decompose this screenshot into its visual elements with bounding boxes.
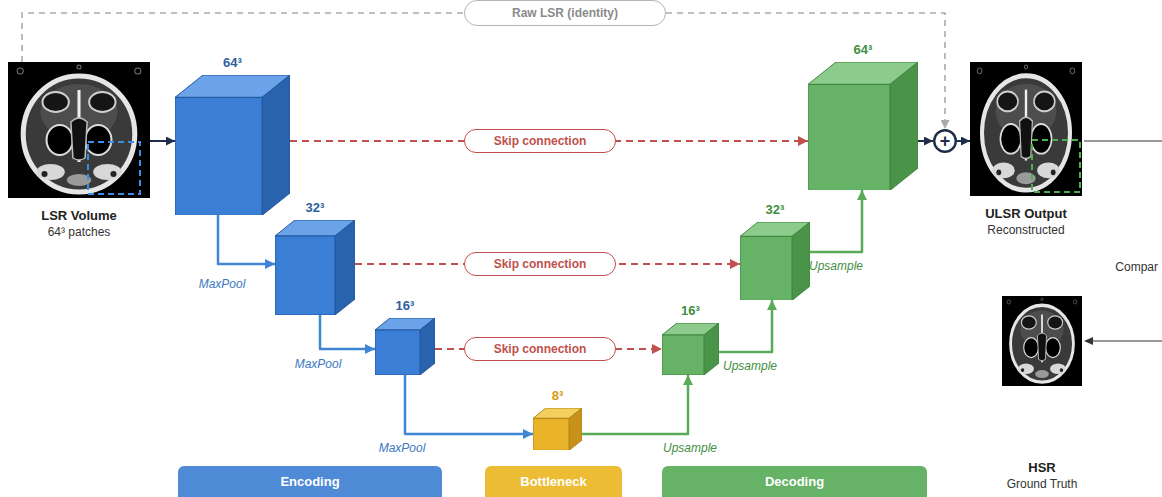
image-subtitle: 64³ patches <box>8 224 150 240</box>
compare-line <box>1092 340 1162 341</box>
size-label: 16³ <box>662 301 719 321</box>
cube-side <box>792 222 810 300</box>
skip-label: Skip connection <box>464 129 616 153</box>
size-label: 64³ <box>808 40 918 60</box>
arrow-connector <box>405 375 533 434</box>
cube-front <box>808 84 890 190</box>
ct-image-hsr <box>1002 296 1082 386</box>
cube-front <box>275 236 335 315</box>
cube-front <box>375 330 420 375</box>
cube-side <box>569 408 582 450</box>
stage-band: Bottleneck <box>485 466 622 497</box>
cube-side <box>890 62 918 190</box>
image-title: ULSR Output <box>970 206 1082 222</box>
cube-side <box>420 318 435 375</box>
stage-label: Decoding <box>662 466 927 497</box>
ct-image-lsr <box>8 62 150 198</box>
cube-shape <box>662 323 719 375</box>
cube-shape <box>275 220 355 315</box>
patch-box <box>1032 140 1080 192</box>
operation-label: MaxPool <box>293 357 344 371</box>
dashed-connector <box>22 13 945 129</box>
cube-shape <box>740 222 810 300</box>
arrow-connector <box>719 300 772 352</box>
size-label: 32³ <box>275 198 355 218</box>
size-label: 32³ <box>740 200 810 220</box>
operation-label: MaxPool <box>377 441 428 455</box>
arrow-connector <box>150 140 175 142</box>
image-title: LSR Volume <box>8 208 150 224</box>
encoder-block: 64³ <box>175 53 290 215</box>
cube-front <box>533 418 569 450</box>
ground-truth-image: HSRGround Truth <box>1002 296 1082 494</box>
sum-node: + <box>933 129 957 153</box>
cube-side <box>262 75 290 215</box>
sum-symbol: + <box>933 129 957 153</box>
cube-side <box>335 220 355 315</box>
cube-shape <box>175 75 290 215</box>
arrow-connector <box>320 315 375 349</box>
operation-label: MaxPool <box>197 277 248 291</box>
compare-line <box>1084 140 1162 141</box>
cube-shape <box>808 62 918 190</box>
decoder-block: 64³ <box>808 40 918 190</box>
cube-side <box>704 323 719 375</box>
skip-label: Skip connection <box>464 337 616 361</box>
arrow-connector <box>810 190 862 252</box>
identity-label: Raw LSR (identity) <box>464 0 666 26</box>
size-label: 64³ <box>175 53 290 73</box>
decoder-block: 16³ <box>662 301 719 375</box>
encoder-block: 32³ <box>275 198 355 315</box>
cube-shape <box>533 408 582 450</box>
image-title: HSR <box>1002 460 1082 476</box>
operation-label: Upsample <box>661 441 719 455</box>
cube-front <box>740 236 792 300</box>
ct-image-ulsr <box>970 62 1082 196</box>
arrow-connector <box>918 140 933 142</box>
operation-label: Upsample <box>807 259 865 273</box>
arrow-connector <box>957 140 970 142</box>
output-image: ULSR OutputReconstructed <box>970 62 1082 240</box>
cube-shape <box>375 318 435 375</box>
size-label: 8³ <box>533 386 582 406</box>
decoder-block: 32³ <box>740 200 810 300</box>
arrow-head <box>1084 337 1093 345</box>
cube-front <box>662 335 704 375</box>
stage-band: Decoding <box>662 466 927 497</box>
arrow-connector <box>582 375 688 434</box>
stage-label: Encoding <box>178 466 442 497</box>
image-subtitle: Reconstructed <box>970 222 1082 238</box>
stage-label: Bottleneck <box>485 466 622 497</box>
input-image: LSR Volume64³ patches <box>8 62 150 242</box>
stage-band: Encoding <box>178 466 442 497</box>
patch-box <box>88 142 140 194</box>
bottleneck-block: 8³ <box>533 386 582 450</box>
operation-label: Upsample <box>721 359 779 373</box>
skip-label: Skip connection <box>464 252 616 276</box>
image-subtitle: Ground Truth <box>1002 476 1082 492</box>
arrow-connector <box>218 215 275 264</box>
encoder-block: 16³ <box>375 296 435 375</box>
cube-front <box>175 97 262 215</box>
size-label: 16³ <box>375 296 435 316</box>
note-label: Compar <box>1115 260 1158 274</box>
